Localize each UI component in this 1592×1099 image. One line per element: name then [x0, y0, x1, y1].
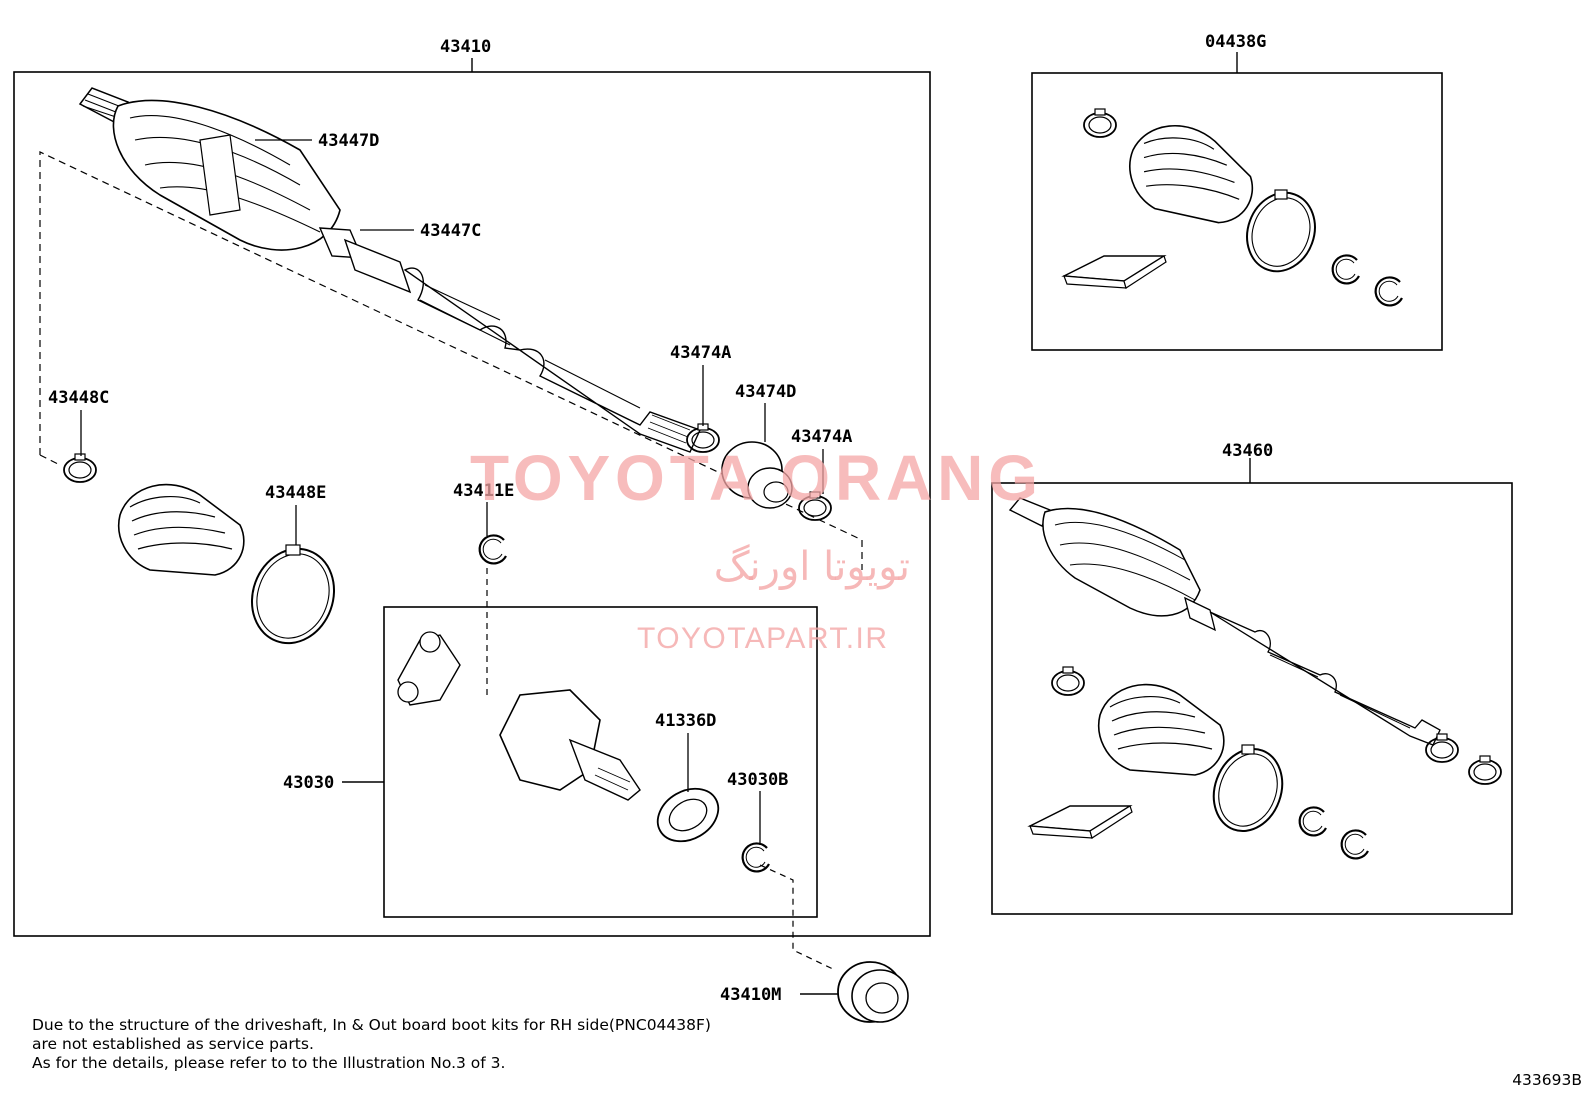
dashed-guide-main [39, 151, 863, 570]
figure-number: 433693B [1512, 1071, 1582, 1089]
snap-ring-43460-b [1340, 829, 1370, 860]
snap-ring-43460-a [1298, 806, 1328, 837]
clamp-04438G [1083, 108, 1117, 138]
label-43448E[interactable]: 43448E [265, 483, 326, 503]
watermark-persian: تویوتا اورنگ [714, 544, 910, 590]
label-43474D[interactable]: 43474D [735, 382, 796, 402]
clamp-43460-c [1468, 755, 1502, 785]
label-41336D[interactable]: 41336D [655, 711, 716, 731]
clamp-43448C [63, 453, 97, 483]
inboard-joint-43030 [397, 631, 641, 801]
label-43447D[interactable]: 43447D [318, 131, 379, 151]
label-43410[interactable]: 43410 [440, 37, 491, 57]
boot-04438G [1122, 118, 1261, 228]
boot-43460 [1097, 683, 1225, 776]
snap-ring-43411E [478, 534, 508, 565]
grease-pack-43460 [1029, 805, 1133, 839]
snap-ring-04438G-b [1374, 276, 1404, 307]
label-43411E[interactable]: 43411E [453, 481, 514, 501]
label-43030[interactable]: 43030 [283, 773, 334, 793]
label-43474A-top[interactable]: 43474A [670, 343, 731, 363]
footnote: Due to the structure of the driveshaft, … [32, 1016, 711, 1073]
assembly-box-43460 [991, 482, 1513, 915]
assembly-box-43030 [383, 606, 818, 918]
drive-shaft-43460 [1008, 497, 1441, 746]
label-43030B[interactable]: 43030B [727, 770, 788, 790]
band-04438G [1246, 189, 1316, 273]
footnote-line-2: are not established as service parts. [32, 1035, 314, 1053]
band-43448E [250, 544, 336, 645]
label-43447C[interactable]: 43447C [420, 221, 481, 241]
band-43460 [1212, 744, 1284, 833]
footnote-line-3: As for the details, please refer to to t… [32, 1054, 506, 1072]
seal-41336D [656, 787, 720, 843]
bearing-43410M [837, 961, 909, 1023]
watermark-url: TOYOTAPART.IR [637, 622, 887, 655]
label-43474A-right[interactable]: 43474A [791, 427, 852, 447]
snap-ring-04438G-a [1331, 254, 1361, 285]
label-43460[interactable]: 43460 [1222, 441, 1273, 461]
grease-pack-04438G [1063, 255, 1167, 289]
clamp-43460-a [1051, 666, 1085, 696]
boot-inboard [117, 483, 245, 576]
damper-43474D [721, 441, 793, 509]
label-43410M[interactable]: 43410M [720, 985, 781, 1005]
footnote-line-1: Due to the structure of the driveshaft, … [32, 1016, 711, 1034]
label-43448C[interactable]: 43448C [48, 388, 109, 408]
label-04438G[interactable]: 04438G [1205, 32, 1266, 52]
drive-shaft-main [78, 87, 701, 453]
